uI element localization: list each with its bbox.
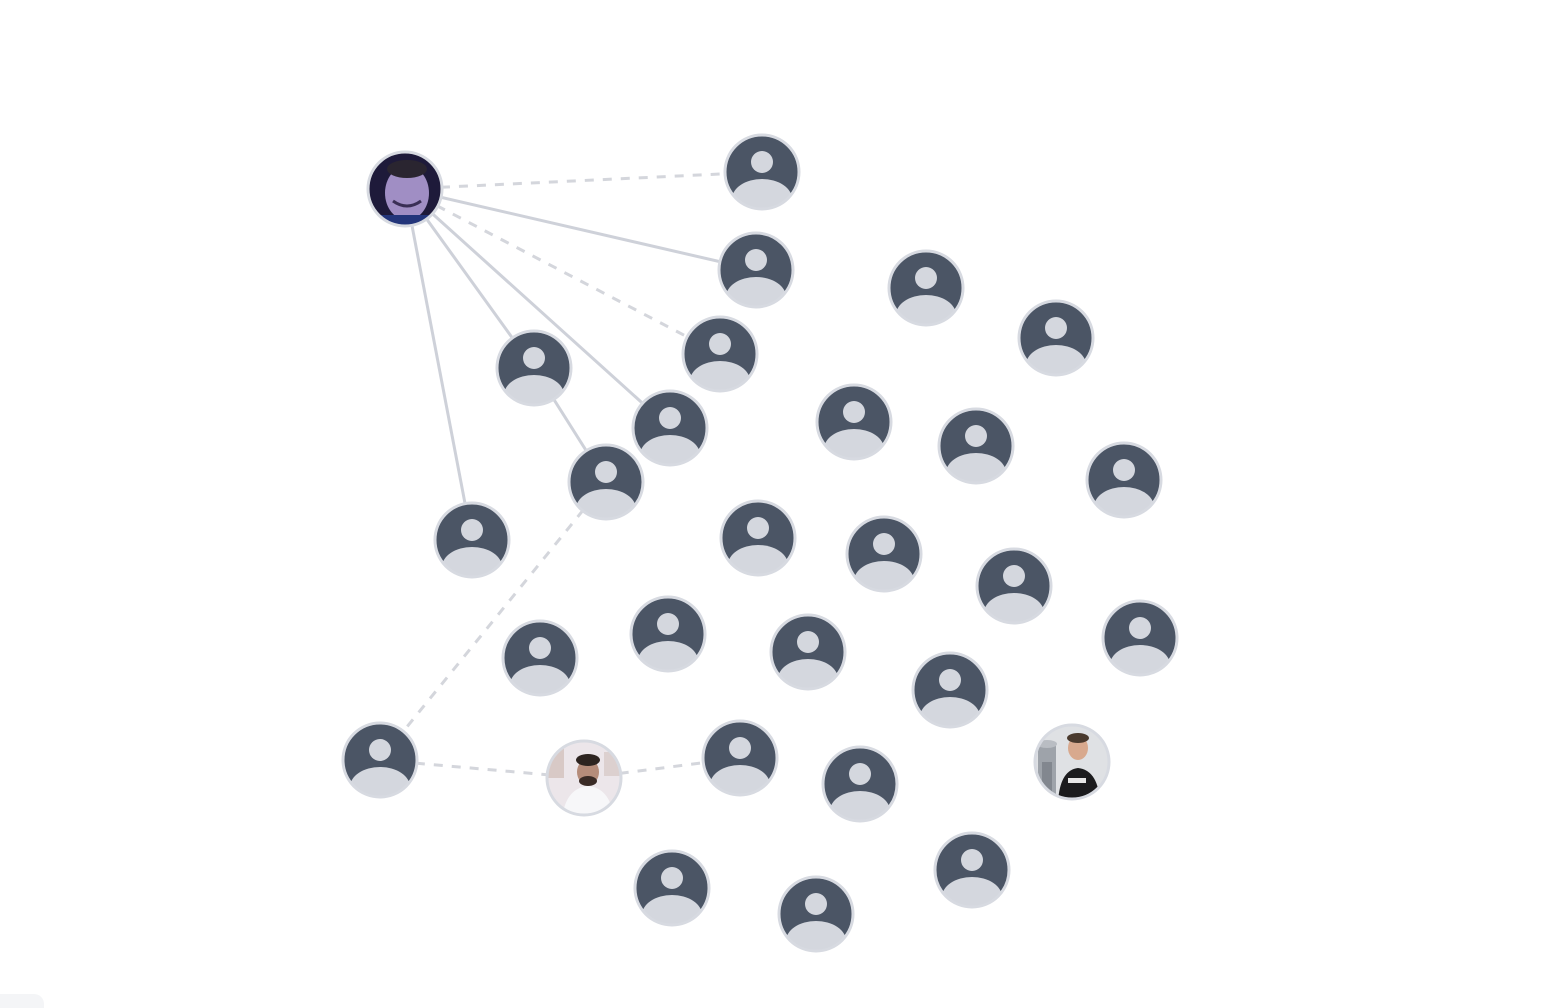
- user-silhouette-icon: [341, 721, 419, 799]
- user-node[interactable]: [821, 745, 899, 831]
- user-node[interactable]: [633, 849, 711, 935]
- user-node[interactable]: [937, 407, 1015, 493]
- user-silhouette-icon: [681, 315, 759, 393]
- avatar-photo: [1033, 723, 1111, 801]
- corner-control[interactable]: [0, 994, 44, 1008]
- user-node[interactable]: [777, 875, 855, 961]
- user-silhouette-icon: [777, 875, 855, 953]
- user-node[interactable]: [975, 547, 1053, 633]
- user-silhouette-icon: [433, 501, 511, 579]
- edge-n1-n2: [404, 170, 763, 191]
- user-node-photo[interactable]: [1032, 722, 1112, 802]
- user-silhouette-icon: [821, 745, 899, 823]
- user-node[interactable]: [567, 443, 645, 529]
- avatar-photo: [545, 739, 623, 817]
- user-silhouette-icon: [719, 499, 797, 577]
- user-node[interactable]: [887, 249, 965, 335]
- user-silhouette-icon: [887, 249, 965, 327]
- user-node[interactable]: [1101, 599, 1179, 685]
- user-node[interactable]: [911, 651, 989, 737]
- user-silhouette-icon: [845, 515, 923, 593]
- user-node[interactable]: [631, 389, 709, 475]
- user-node[interactable]: [719, 499, 797, 585]
- user-node[interactable]: [845, 515, 923, 601]
- user-node-photo[interactable]: [365, 149, 445, 235]
- user-node[interactable]: [933, 831, 1011, 917]
- user-silhouette-icon: [1085, 441, 1163, 519]
- user-node[interactable]: [433, 501, 511, 587]
- user-silhouette-icon: [633, 849, 711, 927]
- avatar-photo: [366, 150, 444, 228]
- user-silhouette-icon: [717, 231, 795, 309]
- user-silhouette-icon: [567, 443, 645, 521]
- user-silhouette-icon: [769, 613, 847, 691]
- edge-n1-n10: [403, 187, 672, 430]
- user-node[interactable]: [717, 231, 795, 317]
- user-node[interactable]: [341, 721, 419, 807]
- user-silhouette-icon: [815, 383, 893, 461]
- nodes-layer: [341, 133, 1179, 961]
- user-silhouette-icon: [495, 329, 573, 407]
- user-node[interactable]: [681, 315, 759, 401]
- user-node[interactable]: [1085, 441, 1163, 527]
- user-silhouette-icon: [975, 547, 1053, 625]
- user-node[interactable]: [769, 613, 847, 699]
- user-silhouette-icon: [1017, 299, 1095, 377]
- user-node[interactable]: [501, 619, 579, 705]
- user-silhouette-icon: [933, 831, 1011, 909]
- user-silhouette-icon: [937, 407, 1015, 485]
- user-node-photo[interactable]: [544, 738, 624, 818]
- user-silhouette-icon: [629, 595, 707, 673]
- edge-n1-n6: [404, 187, 721, 356]
- user-node[interactable]: [1017, 299, 1095, 385]
- user-node[interactable]: [815, 383, 893, 469]
- edge-n1-n3: [404, 187, 757, 272]
- edge-n11-n23: [378, 481, 608, 761]
- user-node[interactable]: [629, 595, 707, 681]
- user-silhouette-icon: [911, 651, 989, 729]
- user-node[interactable]: [723, 133, 801, 219]
- user-node[interactable]: [701, 719, 779, 805]
- user-silhouette-icon: [501, 619, 579, 697]
- user-silhouette-icon: [631, 389, 709, 467]
- user-silhouette-icon: [723, 133, 801, 211]
- user-silhouette-icon: [1101, 599, 1179, 677]
- user-node[interactable]: [495, 329, 573, 415]
- user-silhouette-icon: [701, 719, 779, 797]
- edge-n1-n13: [403, 188, 474, 541]
